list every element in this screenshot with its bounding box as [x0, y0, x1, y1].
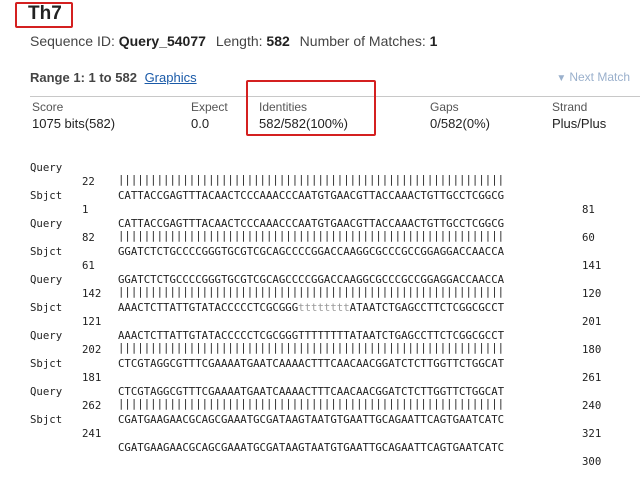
subject-sequence: CTCGTAGGCGTTTCGAAAATGAATCAAAACTTTCAACAAC…	[118, 385, 505, 398]
alignment-block: Query 262 CGATGAAGAACGCAGCGAAATGCGATAAGT…	[30, 371, 601, 468]
query-start: 202	[82, 343, 102, 356]
subject-end: 240	[582, 399, 602, 412]
subject-label: Sbjct	[30, 413, 63, 426]
subject-start: 61	[82, 259, 95, 272]
score-value: 1075 bits(582)	[32, 116, 116, 131]
sequence-id-label: Sequence ID:	[30, 33, 115, 49]
score-column: Score 1075 bits(582)	[32, 100, 115, 131]
query-end: 81	[582, 203, 595, 216]
query-label: Query	[30, 161, 63, 174]
next-match-label: Next Match	[569, 70, 630, 84]
next-match-link[interactable]: ▼Next Match	[556, 70, 630, 84]
title-highlight-box	[15, 2, 73, 28]
subject-label: Sbjct	[30, 357, 63, 370]
score-header: Score	[32, 100, 64, 114]
sequence-summary: Sequence ID: Query_54077 Length: 582 Num…	[30, 33, 437, 49]
alignment-block: Query 22 CATTACCGAGTTTACAACTCCCAAACCCAAT…	[30, 147, 595, 244]
expect-column: Expect 0.0	[191, 100, 228, 131]
query-end: 141	[582, 259, 602, 272]
query-start: 82	[82, 231, 95, 244]
expect-header: Expect	[191, 100, 228, 114]
query-end: 321	[582, 427, 602, 440]
match-line: ||||||||||||||||||||||||||||||||||||||||…	[118, 397, 505, 410]
subject-sequence: GGATCTCTGCCCCGGGTGCGTCGCAGCCCCGGACCAAGGC…	[118, 273, 505, 286]
expect-value: 0.0	[191, 116, 210, 131]
query-sequence: GGATCTCTGCCCCGGGTGCGTCGCAGCCCCGGACCAAGGC…	[118, 245, 505, 258]
divider	[30, 96, 640, 97]
strand-value: Plus/Plus	[552, 116, 607, 131]
query-sequence-part: AAACTCTTATTGTATACCCCCTCGCGGG	[118, 301, 299, 314]
query-start: 142	[82, 287, 102, 300]
identities-value: 582/582(100%)	[259, 116, 348, 131]
match-line: ||||||||||||||||||||||||||||||||||||||||…	[118, 229, 505, 242]
subject-start: 241	[82, 427, 102, 440]
subject-start: 181	[82, 371, 102, 384]
subject-label: Sbjct	[30, 301, 63, 314]
sequence-id-value: Query_54077	[118, 33, 206, 49]
subject-sequence: AAACTCTTATTGTATACCCCCTCGCGGGTTTTTTTTATAA…	[118, 329, 505, 342]
alignment-block: Query 142 AAACTCTTATTGTATACCCCCTCGCGGGtt…	[30, 259, 601, 356]
identities-highlight-box	[246, 80, 376, 136]
query-label: Query	[30, 329, 63, 342]
subject-start: 1	[82, 203, 89, 216]
query-label: Query	[30, 385, 63, 398]
gaps-header: Gaps	[430, 100, 459, 114]
query-sequence: AAACTCTTATTGTATACCCCCTCGCGGGttttttttATAA…	[118, 301, 504, 315]
query-start: 22	[82, 175, 95, 188]
query-sequence: CTCGTAGGCGTTTCGAAAATGAATCAAAACTTTCAACAAC…	[118, 357, 505, 370]
alignment-block: Query 82 GGATCTCTGCCCCGGGTGCGTCGCAGCCCCG…	[30, 203, 601, 300]
query-end: 201	[582, 315, 602, 328]
identities-column: Identities 582/582(100%)	[259, 100, 348, 131]
length-value: 582	[266, 33, 290, 49]
matches-value: 1	[429, 33, 438, 49]
query-label: Query	[30, 217, 63, 230]
page-title: Th7	[28, 3, 62, 24]
gaps-column: Gaps 0/582(0%)	[430, 100, 490, 131]
strand-header: Strand	[552, 100, 588, 114]
query-label: Query	[30, 273, 63, 286]
subject-label: Sbjct	[30, 189, 63, 202]
matches-label: Number of Matches:	[299, 33, 426, 49]
query-sequence: CGATGAAGAACGCAGCGAAATGCGATAAGTAATGTGAATT…	[118, 413, 505, 426]
query-end: 261	[582, 371, 602, 384]
subject-sequence: CATTACCGAGTTTACAACTCCCAAACCCAATGTGAACGTT…	[118, 217, 505, 230]
subject-start: 121	[82, 315, 102, 328]
query-sequence: CATTACCGAGTTTACAACTCCCAAACCCAATGTGAACGTT…	[118, 189, 505, 202]
identities-header: Identities	[259, 100, 308, 114]
match-line: ||||||||||||||||||||||||||||||||||||||||…	[118, 173, 505, 186]
range-label: Range 1: 1 to 582	[30, 70, 137, 85]
query-sequence-part: ATAATCTGAGCCTTCTCGGCGCCT	[349, 301, 505, 314]
subject-end: 300	[582, 455, 602, 468]
subject-end: 180	[582, 343, 602, 356]
match-line: ||||||||||||||||||||||||||||||||||||||||…	[118, 341, 505, 354]
subject-end: 60	[582, 231, 595, 244]
gaps-value: 0/582(0%)	[430, 116, 490, 131]
subject-label: Sbjct	[30, 245, 63, 258]
subject-end: 120	[582, 287, 602, 300]
alignment-block: Query 202 CTCGTAGGCGTTTCGAAAATGAATCAAAAC…	[30, 315, 601, 412]
match-line: ||||||||||||||||||||||||||||||||||||||||…	[118, 285, 505, 298]
query-start: 262	[82, 399, 102, 412]
strand-column: Strand Plus/Plus	[552, 100, 606, 131]
range-header: Range 1: 1 to 582 Graphics	[30, 70, 197, 85]
length-label: Length:	[215, 33, 263, 49]
subject-sequence: CGATGAAGAACGCAGCGAAATGCGATAAGTAATGTGAATT…	[118, 441, 505, 454]
down-triangle-icon: ▼	[556, 73, 567, 84]
graphics-link[interactable]: Graphics	[144, 70, 197, 85]
query-sequence-lowercase: tttttttt	[298, 301, 350, 314]
